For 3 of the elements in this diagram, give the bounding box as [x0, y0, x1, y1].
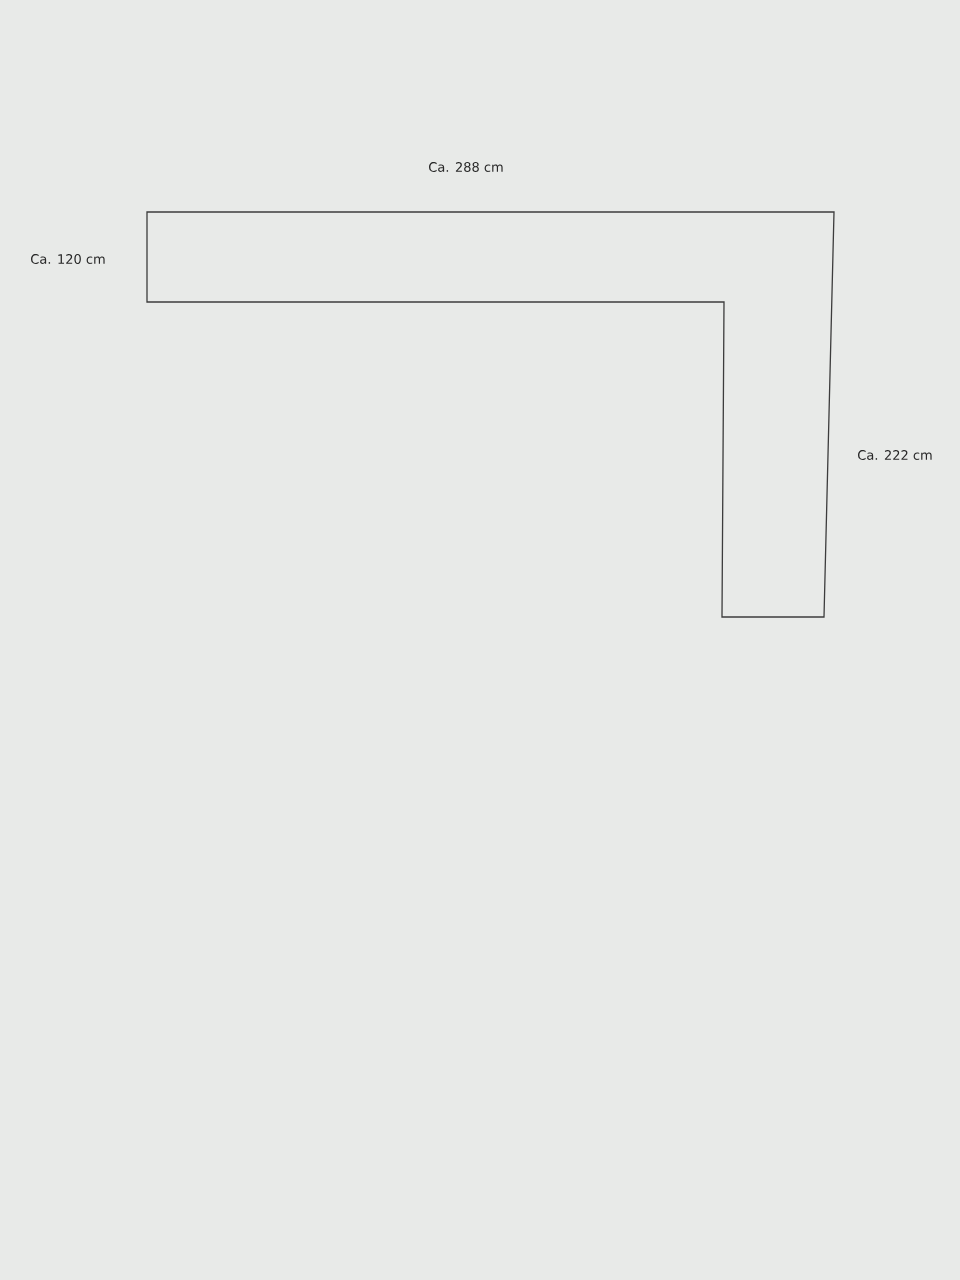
- dimension-label: Ca. 222 cm: [858, 450, 932, 460]
- dimension-label: Ca. 288 cm: [429, 162, 503, 172]
- dimension-label: Ca. 120 cm: [31, 254, 105, 264]
